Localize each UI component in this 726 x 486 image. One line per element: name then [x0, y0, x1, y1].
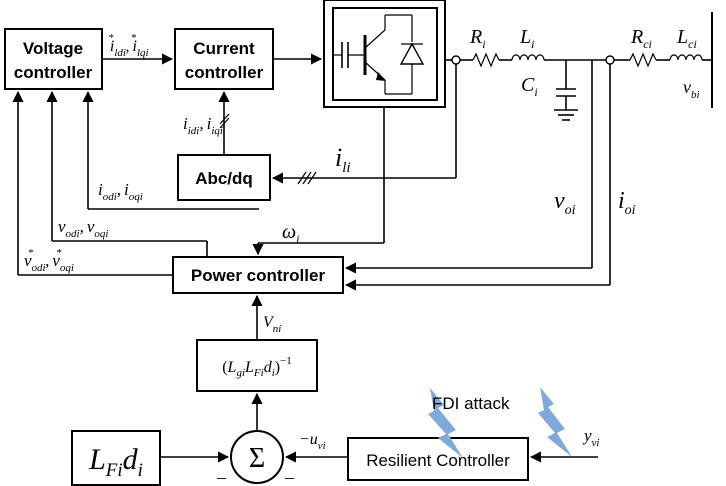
voltage-controller-label-2: controller	[14, 63, 93, 82]
label-i-ref: ildi*,ilqi*	[108, 32, 149, 59]
label-v-bi: vbi	[683, 77, 700, 101]
lightning-icon-2	[538, 387, 572, 457]
lightning-left-shape	[428, 388, 463, 458]
sum-symbol: Σ	[249, 443, 265, 474]
label-fdi-attack: FDI attack	[432, 394, 510, 413]
svg-text:(LgiLFidi)−1: (LgiLFidi)−1	[222, 355, 292, 379]
label-L-i: Li	[519, 26, 534, 51]
label-R-ci: Rci	[630, 26, 652, 51]
label-v-ni: Vni	[263, 314, 281, 335]
abc-dq-block: Abc/dq	[177, 154, 271, 201]
current-controller-block: Current controller	[174, 28, 274, 90]
label-omega: ωi	[282, 221, 299, 246]
power-controller-label: Power controller	[191, 266, 326, 285]
label-v-ref: vodi*,voqi*	[24, 247, 74, 274]
resilient-controller-label: Resilient Controller	[366, 451, 510, 470]
label-u-vi: −uvi	[299, 431, 326, 452]
lightning-right-shape	[538, 387, 572, 457]
inverter-symbol	[323, 0, 446, 108]
label-i-li: ili	[335, 143, 351, 176]
sign-minus-bottom: –	[284, 467, 295, 486]
gain-block: LFidi	[71, 430, 161, 486]
sign-minus-left: –	[216, 467, 227, 486]
label-i-oi: ioi	[618, 188, 636, 218]
abc-dq-label: Abc/dq	[195, 169, 253, 188]
power-controller-block: Power controller	[172, 256, 344, 294]
inverse-gain-block: (LgiLFidi)−1	[196, 339, 318, 392]
voltage-controller-block: Voltage controller	[4, 28, 103, 90]
lightning-icon-1	[428, 388, 463, 458]
label-L-ci: Lci	[676, 26, 697, 51]
label-C-i: Ci	[521, 74, 538, 99]
signal-wires	[12, 53, 611, 463]
current-controller-label-1: Current	[193, 39, 255, 58]
svg-text:LFidi: LFidi	[88, 443, 143, 481]
label-v-odq: vodi,voqi	[58, 217, 108, 240]
power-line	[445, 12, 713, 121]
label-i-odq: iodi,ioqi	[98, 180, 143, 203]
sum-junction: Σ	[230, 430, 284, 484]
label-y-vi: yvi	[582, 426, 600, 449]
label-R-i: Ri	[469, 26, 486, 51]
resilient-controller-block: Resilient Controller	[347, 437, 529, 481]
label-v-oi: voi	[554, 188, 576, 218]
label-i-idq: iidi,iiqi	[183, 114, 223, 137]
voltage-controller-label-1: Voltage	[23, 39, 83, 58]
current-controller-label-2: controller	[185, 63, 264, 82]
